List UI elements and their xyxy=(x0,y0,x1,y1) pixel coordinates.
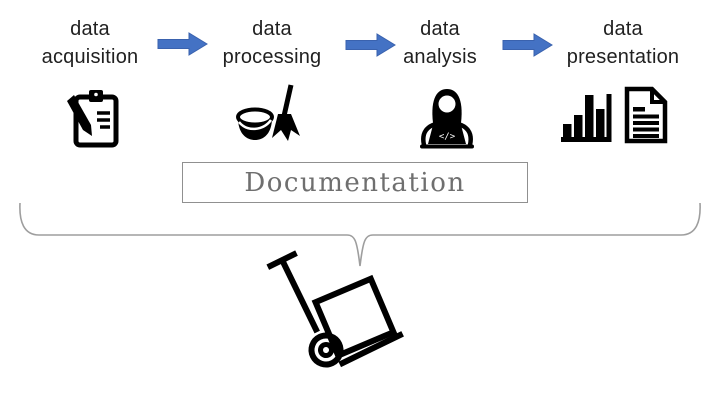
document-icon xyxy=(624,86,668,144)
flow-arrow-icon xyxy=(345,33,396,57)
documentation-box: Documentation xyxy=(182,162,528,203)
analyst-laptop-icon: </> xyxy=(420,89,474,149)
cleaning-bucket-broom-icon xyxy=(236,84,300,141)
bar-chart-icon xyxy=(561,94,612,142)
stage-label-line2: processing xyxy=(222,46,322,68)
flow-arrow-icon xyxy=(157,32,208,56)
stage-label-line1: data xyxy=(420,18,460,40)
stage-label-data-processing: data processing xyxy=(187,15,357,73)
stage-label-line2: presentation xyxy=(566,46,680,68)
stage-label-data-acquisition: data acquisition xyxy=(5,15,175,73)
documentation-label: Documentation xyxy=(244,167,466,198)
stage-label-line2: analysis xyxy=(403,46,477,68)
clipboard-pencil-icon xyxy=(67,90,119,148)
stage-label-data-analysis: data analysis xyxy=(355,15,525,73)
stage-label-line1: data xyxy=(603,18,643,40)
flow-arrow-icon xyxy=(502,33,553,57)
stage-label-data-presentation: data presentation xyxy=(538,15,708,73)
hand-truck-icon xyxy=(266,250,404,368)
stage-label-line1: data xyxy=(252,18,292,40)
stage-label-line1: data xyxy=(70,18,110,40)
curly-brace xyxy=(19,202,701,267)
stage-label-line2: acquisition xyxy=(41,46,139,68)
laptop-code-text: </> xyxy=(439,132,456,142)
